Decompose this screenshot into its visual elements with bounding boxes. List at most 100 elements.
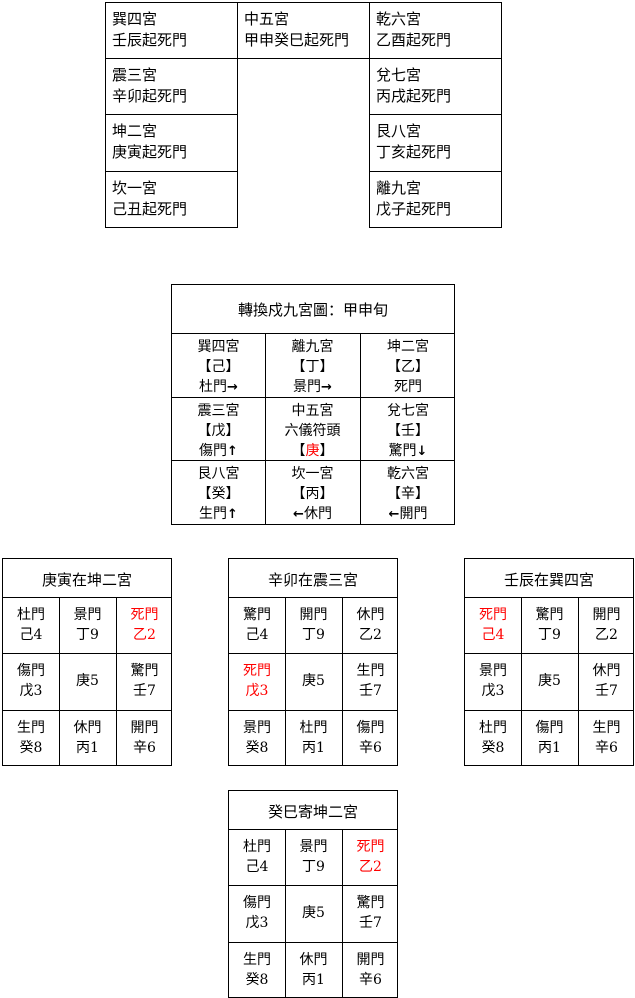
- small-grid-cell: 生門壬7: [342, 661, 399, 701]
- main-cell-kun2: 坤二宮 【乙】 死門: [360, 337, 456, 397]
- stem-label: 【乙】: [387, 359, 429, 375]
- stem-number: 癸8: [481, 740, 505, 756]
- palace-name: 坤二宮: [112, 122, 158, 140]
- small-grid-cell: 景門癸8: [229, 718, 285, 758]
- small-grid-cell: 庚5: [285, 671, 342, 691]
- palace-name: 坎一宮: [291, 466, 334, 482]
- center-stem: 【庚】: [291, 443, 334, 459]
- stem-number: 己4: [245, 859, 269, 875]
- stem-number: 辛6: [359, 972, 382, 988]
- stem-number: 戊3: [245, 683, 269, 699]
- stem-number: 壬7: [359, 683, 382, 699]
- palace-name: 坎一宮: [112, 179, 158, 197]
- palace-rule: 丁亥起死門: [376, 143, 452, 161]
- palace-rule: 壬辰起死門: [112, 31, 188, 49]
- stem-number: 己4: [245, 627, 269, 643]
- main-cell-kan1: 坎一宮 【丙】 ←休門: [265, 464, 360, 525]
- stem-number: 己4: [481, 627, 505, 643]
- small-grid-cell: 庚5: [285, 903, 342, 923]
- door-label: 開門: [299, 607, 328, 623]
- main-cell-zhong5: 中五宮 六儀符頭 【庚】: [265, 401, 360, 461]
- small-grid-cell: 杜門己4: [3, 605, 59, 645]
- door-label: 杜門: [17, 607, 45, 623]
- palace-rule: 甲申癸巳起死門: [244, 31, 350, 49]
- top-cell-zhen3: 震三宮 辛卯起死門: [105, 58, 238, 115]
- door-label: 杜門: [479, 720, 507, 736]
- top-cell-kan1: 坎一宮 己丑起死門: [105, 171, 238, 228]
- small-grid-cell: 開門辛6: [116, 718, 173, 758]
- door-label: ←休門: [293, 506, 332, 522]
- door-label: 驚門: [356, 895, 385, 911]
- stem-number: 癸8: [19, 740, 43, 756]
- palace-name: 震三宮: [197, 403, 240, 419]
- stem-label: 【辛】: [387, 486, 429, 502]
- stem-number: 乙2: [359, 859, 382, 875]
- small-grid-cell: 杜門丙1: [285, 718, 342, 758]
- arrow-down-icon: ↓: [416, 444, 428, 459]
- door-label: 景門: [243, 720, 271, 736]
- small-grid-cell: 驚門丁9: [521, 605, 578, 645]
- stem-number: 丁9: [302, 627, 325, 643]
- door-label: 死門: [394, 379, 422, 395]
- door-label: 景門: [73, 607, 102, 623]
- palace-name: 巽四宮: [197, 339, 240, 355]
- top-cell-qian6: 乾六宮 乙酉起死門: [369, 2, 502, 59]
- palace-name: 兌七宮: [387, 403, 429, 419]
- arrow-up-icon: ↑: [227, 507, 238, 522]
- stem-number: 辛6: [133, 740, 156, 756]
- small-grid-title: 辛卯在震三宮: [267, 571, 358, 589]
- door-label: 休門: [299, 952, 328, 968]
- center-stem: 庚5: [302, 905, 325, 921]
- stem-label: 【己】: [197, 359, 240, 375]
- small-grid-cell: 生門癸8: [229, 950, 285, 990]
- small-grid-title: 庚寅在坤二宮: [41, 571, 132, 589]
- door-label: 開門: [130, 720, 159, 736]
- center-stem: 庚5: [76, 673, 99, 689]
- stem-number: 癸8: [245, 740, 269, 756]
- stem-number: 乙2: [359, 627, 382, 643]
- door-label: 休門: [356, 607, 385, 623]
- stem-number: 戊3: [481, 683, 505, 699]
- small-grid-cell: 生門癸8: [3, 718, 59, 758]
- door-label: 生門: [356, 663, 385, 679]
- door-label: 驚門: [130, 663, 159, 679]
- small-grid-cell: 休門乙2: [342, 605, 399, 645]
- arrow-up-icon: ↑: [227, 444, 238, 459]
- small-grid-cell: 死門戊3: [229, 661, 285, 701]
- stem-label: 【癸】: [197, 486, 240, 502]
- door-label: 生門: [17, 720, 45, 736]
- stem-number: 己4: [19, 627, 43, 643]
- door-label: 杜門: [299, 720, 328, 736]
- stem-number: 丙1: [76, 740, 99, 756]
- small-grid-cell: 休門丙1: [59, 718, 116, 758]
- stem-number: 丙1: [302, 740, 325, 756]
- door-label: 開門: [356, 952, 385, 968]
- door-label: 杜門→: [199, 379, 238, 395]
- small-grid-cell: 杜門癸8: [465, 718, 521, 758]
- stem-number: 壬7: [595, 683, 618, 699]
- stem-number: 癸8: [245, 972, 269, 988]
- stem-number: 辛6: [359, 740, 382, 756]
- small-grid-cell: 傷門辛6: [342, 718, 399, 758]
- stem-number: 壬7: [133, 683, 156, 699]
- top-cell-li9: 離九宮 戊子起死門: [369, 171, 502, 228]
- small-grid-cell: 驚門己4: [229, 605, 285, 645]
- door-label: 景門: [299, 839, 328, 855]
- small-grid-cell: 死門乙2: [342, 837, 399, 877]
- arrow-right-icon: →: [227, 380, 238, 395]
- stem-label: 【壬】: [387, 423, 429, 439]
- main-cell-li9: 離九宮 【丁】 景門→: [265, 337, 360, 398]
- palace-rule: 丙戌起死門: [376, 87, 452, 105]
- arrow-left-icon: ←: [293, 507, 304, 522]
- stem-number: 乙2: [595, 627, 618, 643]
- stem-number: 丙1: [302, 972, 325, 988]
- stem-number: 丁9: [538, 627, 561, 643]
- top-cell-zhong5: 中五宮 甲申癸巳起死門: [237, 2, 370, 59]
- small-grid-cell: 休門丙1: [285, 950, 342, 990]
- door-label: 死門: [130, 607, 159, 623]
- stem-label: 【戊】: [197, 423, 240, 439]
- palace-rule: 乙酉起死門: [376, 31, 452, 49]
- main-cell-xun4: 巽四宮 【己】 杜門→: [172, 337, 265, 398]
- small-grid-cell: 休門壬7: [578, 661, 635, 701]
